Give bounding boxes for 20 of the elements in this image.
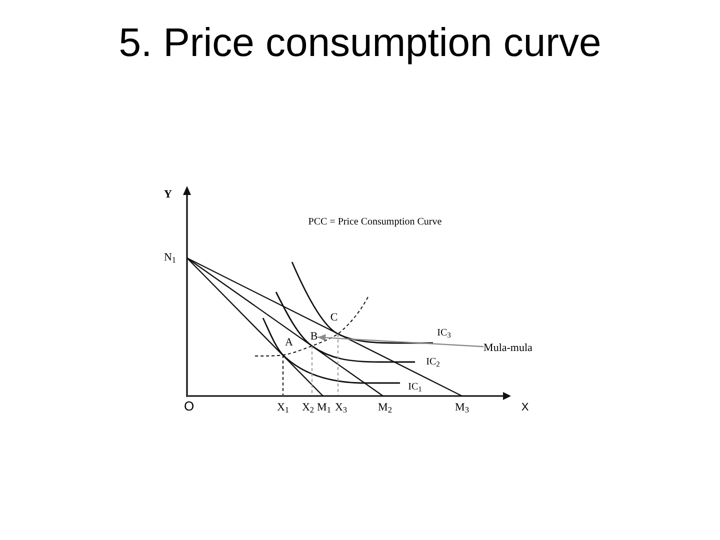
axis-tick-label: X$_{1}$ bbox=[276, 402, 290, 414]
axis-tick-label: X$_{3}$ bbox=[334, 402, 348, 414]
curve-label: IC$_{1}$ bbox=[408, 380, 422, 394]
point-label: A bbox=[285, 336, 293, 350]
definition-note: PCC = Price Consumption Curve bbox=[308, 216, 442, 228]
leader-arrow bbox=[318, 334, 484, 348]
axis-label: X bbox=[521, 402, 529, 414]
point-label: B bbox=[310, 332, 318, 342]
axis-tick-label: M$_{2}$ bbox=[378, 402, 392, 414]
axis-tick-label: M$_{1}$ bbox=[317, 402, 331, 414]
axis-tick-label: M$_{3}$ bbox=[455, 402, 469, 414]
origin-label: O bbox=[184, 400, 194, 412]
curve-label: IC$_{2}$ bbox=[426, 356, 440, 368]
curve-label: IC$_{3}$ bbox=[437, 326, 451, 340]
axis-tick-label: X$_{2}$ bbox=[302, 402, 314, 414]
point-label: C bbox=[330, 312, 338, 324]
slide-title: 5. Price consumption curve bbox=[118, 20, 602, 67]
axis-label: Y bbox=[164, 188, 172, 202]
intercept-label: N$_{1}$ bbox=[164, 252, 176, 264]
annotation-text: Mula-mula bbox=[484, 341, 532, 355]
